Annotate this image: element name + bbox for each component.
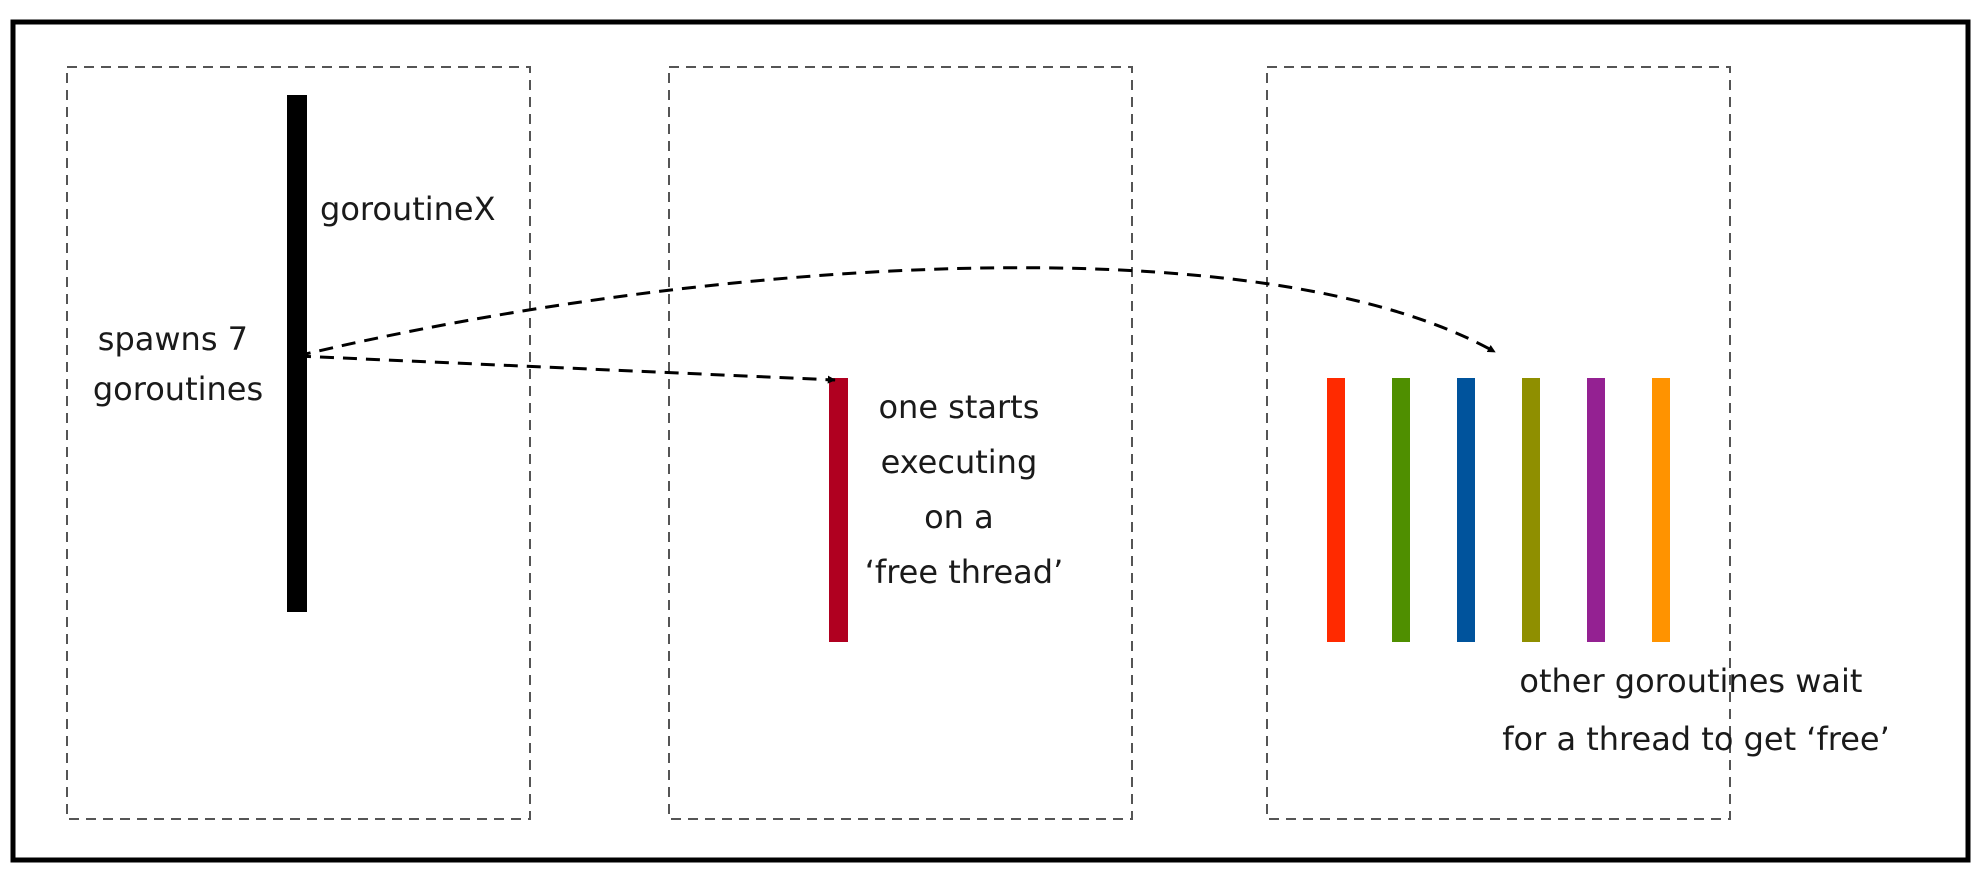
waiting-goroutine-bar — [1457, 378, 1475, 642]
waiting-goroutine-bar — [1652, 378, 1670, 642]
running-description: one starts executing on a ‘free thread’ — [865, 388, 1064, 591]
waiting-description-line: for a thread to get ‘free’ — [1502, 720, 1889, 758]
panel-spawner — [66, 66, 531, 820]
waiting-goroutine-bar — [1327, 378, 1345, 642]
panel-waiting — [1266, 66, 1731, 820]
running-description-line: ‘free thread’ — [865, 553, 1064, 591]
goroutine-x-label: goroutineX — [320, 190, 496, 228]
running-goroutine-bar — [829, 378, 848, 642]
waiting-goroutine-bar — [1587, 378, 1605, 642]
waiting-goroutine-bar — [1522, 378, 1540, 642]
panel-running — [668, 66, 1133, 820]
waiting-goroutine-bar — [1392, 378, 1410, 642]
waiting-goroutines-group — [1327, 378, 1670, 642]
outer-frame — [10, 19, 1971, 863]
spawn-label-line: goroutines — [93, 370, 263, 408]
goroutine-x-bar — [287, 95, 307, 612]
waiting-description: other goroutines wait for a thread to ge… — [1502, 662, 1889, 758]
arrow-to-running — [296, 354, 836, 384]
arrow-to-waiting — [296, 266, 1496, 358]
waiting-description-line: other goroutines wait — [1519, 662, 1862, 700]
running-description-line: executing — [881, 443, 1038, 481]
spawn-label-line: spawns 7 — [98, 320, 248, 358]
running-description-line: one starts — [878, 388, 1039, 426]
running-description-line: on a — [924, 498, 994, 536]
spawn-label: spawns 7 goroutines — [93, 320, 263, 408]
